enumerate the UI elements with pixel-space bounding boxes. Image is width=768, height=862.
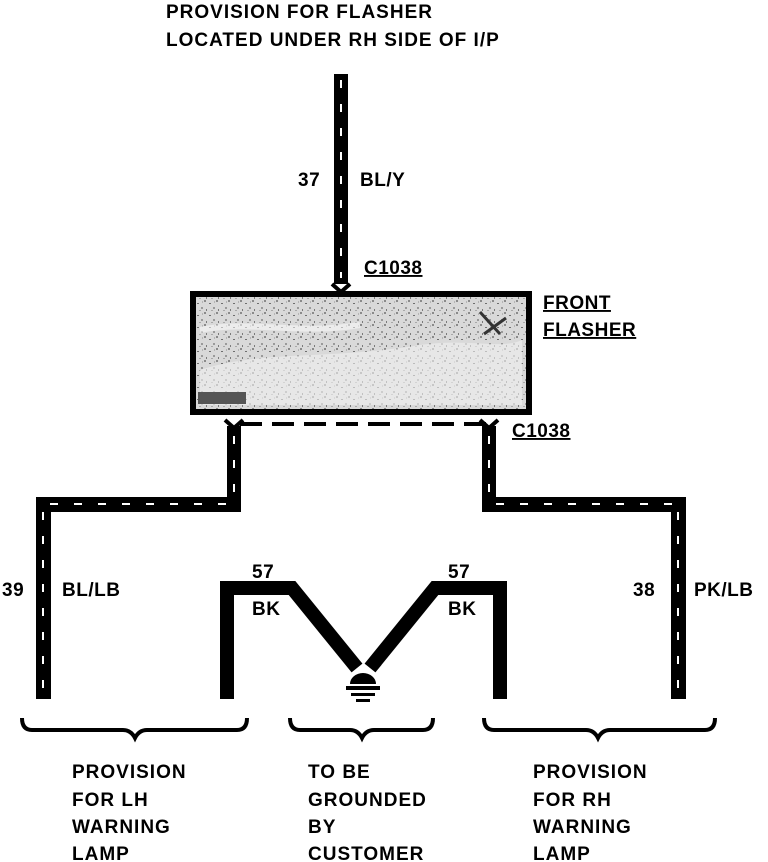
left-provision-line-1: PROVISION (72, 762, 187, 783)
connector-bottom-label: C1038 (512, 421, 571, 442)
right-provision-line-1: PROVISION (533, 762, 648, 783)
left-wire-color: BL/LB (62, 580, 120, 601)
right-provision-line-2: FOR RH (533, 790, 612, 811)
feed-wire-color: BL/Y (360, 170, 405, 191)
right-warning-wire (478, 418, 686, 699)
ground-symbol-icon (346, 673, 380, 702)
center-provision-line-4: CUSTOMER (308, 844, 424, 862)
ground-wire-left (220, 581, 363, 699)
connector-top-label: C1038 (364, 258, 423, 279)
flasher-name-line-1: FRONT (543, 293, 611, 314)
right-circuit-number: 38 (633, 580, 655, 601)
left-circuit-number: 39 (2, 580, 24, 601)
left-provision-line-3: WARNING (72, 817, 171, 838)
left-warning-wire (36, 418, 245, 699)
ground-right-wire-color: BK (448, 599, 476, 620)
center-provision-line-1: TO BE (308, 762, 371, 783)
brace-center (288, 717, 435, 743)
feed-wire (330, 74, 352, 295)
right-provision-line-4: LAMP (533, 844, 591, 862)
right-wire-color: PK/LB (694, 580, 754, 601)
flasher-name-line-2: FLASHER (543, 320, 636, 341)
center-provision-line-3: BY (308, 817, 336, 838)
ground-left-wire-color: BK (252, 599, 280, 620)
center-provision-line-2: GROUNDED (308, 790, 427, 811)
right-provision-line-3: WARNING (533, 817, 632, 838)
ground-left-circuit-number: 57 (252, 562, 274, 583)
left-provision-line-2: FOR LH (72, 790, 149, 811)
brace-right (482, 717, 717, 743)
left-provision-line-4: LAMP (72, 844, 130, 862)
feed-circuit-number: 37 (298, 170, 320, 191)
header-line-2: LOCATED UNDER RH SIDE OF I/P (166, 30, 500, 51)
front-flasher-box (190, 291, 532, 415)
ground-right-circuit-number: 57 (448, 562, 470, 583)
ground-wire-right (364, 581, 507, 699)
header-line-1: PROVISION FOR FLASHER (166, 2, 433, 23)
brace-left (20, 717, 249, 743)
